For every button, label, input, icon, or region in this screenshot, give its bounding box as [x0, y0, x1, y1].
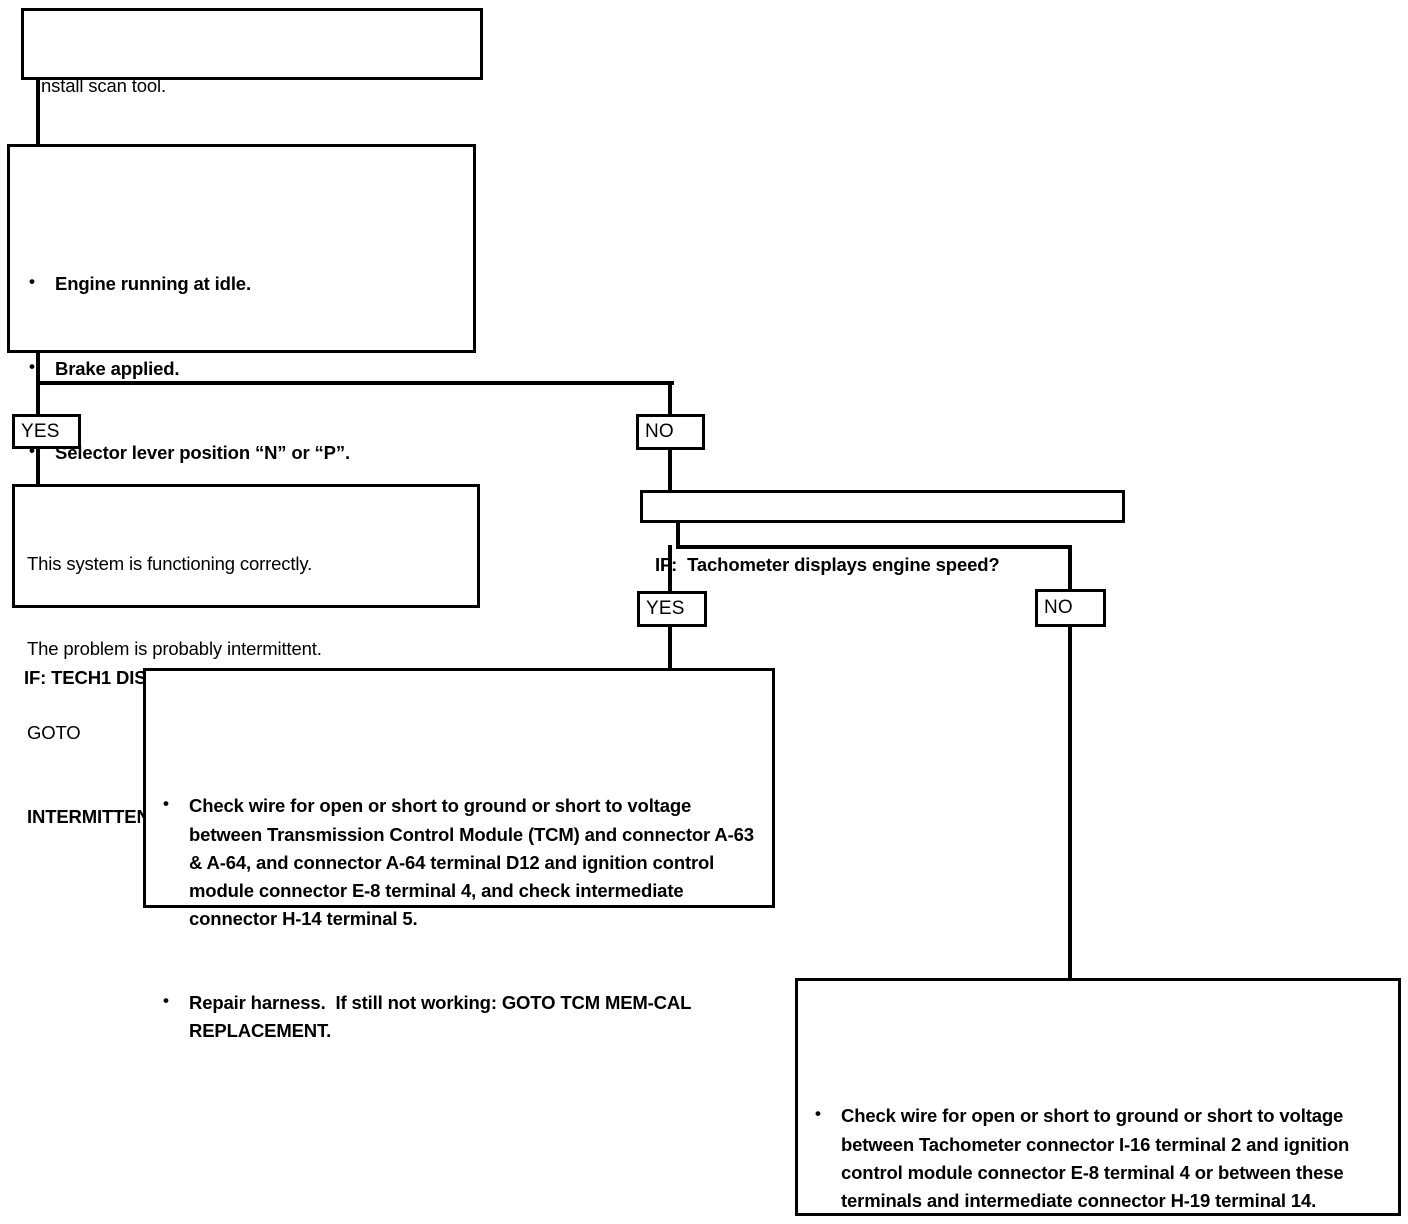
tcm-memcal-ref: TCM MEM-CAL REPLACEMENT.: [189, 992, 696, 1042]
repair-harness-text: Repair harness. If still not working: GO…: [189, 992, 561, 1014]
result-line1: This system is functioning correctly.: [27, 553, 313, 575]
connector-no2-to-tach-action: [1068, 626, 1072, 980]
connector-branch1-horizontal: [36, 381, 674, 385]
branch1-no-label: NO: [636, 414, 705, 450]
connector-branch2-yes-down: [668, 545, 672, 592]
install-scan-tool-line1: Install scan tool.: [36, 75, 166, 97]
connector-branch2-horizontal: [676, 545, 1072, 549]
list-item: Check wire for open or short to ground o…: [810, 1101, 1388, 1214]
connector-branch1-no-down: [668, 381, 672, 414]
connector-yes2-to-tcm-action: [668, 626, 672, 670]
tcm-action-list: Check wire for open or short to ground o…: [158, 736, 762, 1101]
tachometer-question-text: IF: Tachometer displays engine speed?: [655, 554, 1000, 576]
connector-branch2-no-down: [1068, 545, 1072, 590]
branch2-yes-label: YES: [637, 591, 707, 627]
node-tcm-harness-action: Check wire for open or short to ground o…: [143, 668, 775, 1041]
node-test-conditions: Engine running at idle. Brake applied. S…: [7, 144, 476, 688]
branch1-yes-label: YES: [12, 414, 81, 449]
list-item: Selector lever position “N” or “P”.: [24, 438, 463, 467]
list-item: Repair harness. If still not working: GO…: [158, 988, 762, 1045]
connector-tach-question-down: [676, 521, 680, 549]
node-tachometer-question: IF: Tachometer displays engine speed?: [640, 490, 1125, 575]
node-install-scan-tool: Install scan tool. GOTHROUGH TECH 1 CONN…: [21, 8, 483, 181]
connector-start-to-conditions: [36, 78, 40, 144]
list-item: Brake applied.: [24, 354, 463, 383]
list-item: Check wire for open or short to ground o…: [158, 791, 762, 933]
tach-action-list: Check wire for open or short to ground o…: [810, 1046, 1388, 1224]
result-line2: The problem is probably intermittent.: [27, 637, 322, 659]
list-item: Engine running at idle.: [24, 269, 463, 298]
result-line3-goto: GOTO: [27, 721, 81, 743]
connector-branch1-yes-down: [36, 381, 40, 414]
yes-text: YES: [21, 420, 60, 442]
no-text: NO: [1044, 597, 1073, 618]
yes-text: YES: [646, 598, 685, 619]
node-tachometer-harness-action: Check wire for open or short to ground o…: [795, 978, 1401, 1216]
branch2-no-label: NO: [1035, 589, 1106, 627]
no-text: NO: [645, 421, 674, 442]
connector-no1-to-tach-question: [668, 449, 672, 491]
node-intermittent-result: This system is functioning correctly. Th…: [12, 484, 480, 827]
